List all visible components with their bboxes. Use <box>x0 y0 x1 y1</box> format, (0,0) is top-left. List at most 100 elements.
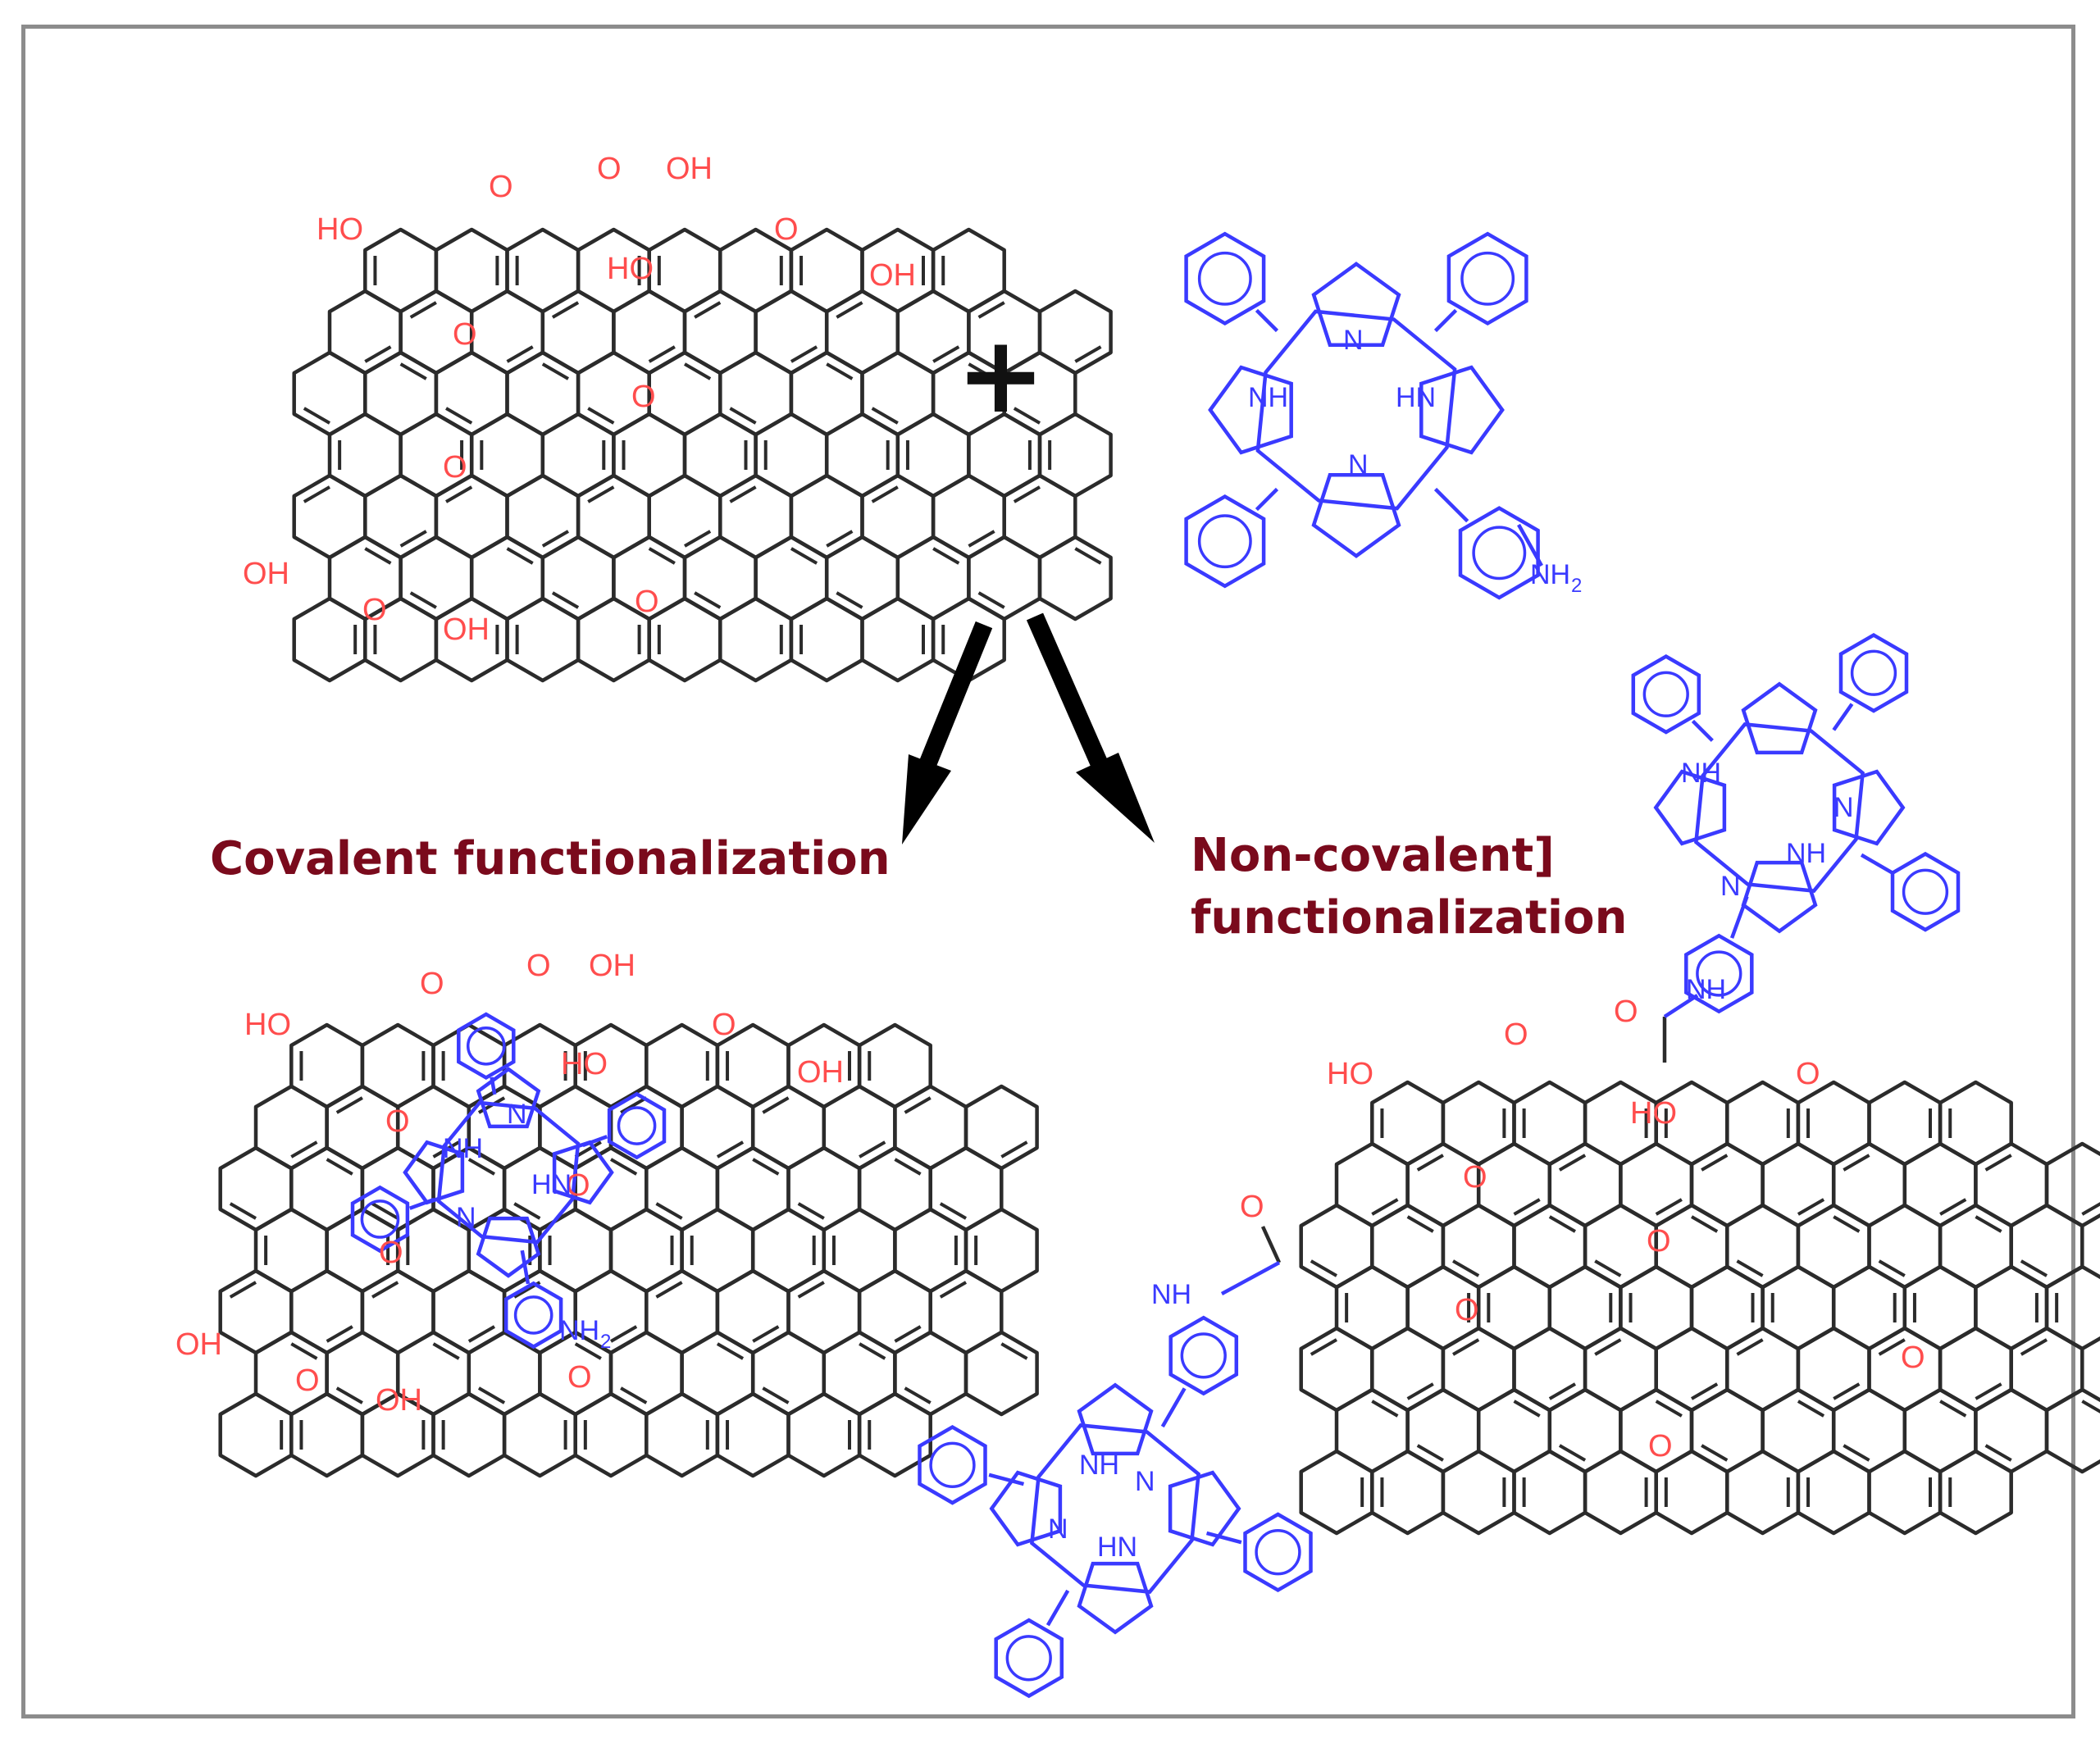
covalent-product-porphyrin <box>350 1012 667 1350</box>
label-hydroxyl: HO <box>1327 1057 1373 1091</box>
benzene-ring <box>502 1391 577 1478</box>
benzene-ring <box>2044 1264 2100 1351</box>
label-amine: NH <box>559 1315 599 1346</box>
label-epoxide: O <box>453 317 477 352</box>
label-carboxyl-o: O <box>362 593 387 627</box>
label-hydroxyl: OH <box>243 557 289 591</box>
label-epoxide: O <box>566 1168 590 1203</box>
label-carboxyl-o: O <box>526 949 551 983</box>
label-ketone: O <box>1796 1057 1820 1091</box>
benzene-ring <box>1938 1449 2013 1536</box>
pyrrole-ring <box>1208 365 1293 455</box>
benzene-ring <box>1654 1449 1729 1536</box>
benzene-ring <box>645 1391 720 1478</box>
label-carboxyl-oh: OH <box>443 612 490 647</box>
benzene-ring <box>2044 1141 2100 1228</box>
label-n: N <box>507 1099 527 1130</box>
phenyl-ring <box>503 1281 563 1350</box>
label-hydroxyl: OH <box>175 1327 222 1362</box>
phenyl-ring <box>1243 1512 1313 1592</box>
label-n: N <box>1343 325 1364 356</box>
label-ketone: O <box>420 967 444 1001</box>
phenyl-ring <box>1168 1315 1239 1396</box>
phenyl-ring <box>1458 506 1540 600</box>
benzene-ring <box>2044 1387 2100 1474</box>
label-hydroxyl: HO <box>607 252 654 286</box>
phenyl-ring <box>1446 231 1528 325</box>
label-carboxyl-oh: OH <box>376 1383 422 1418</box>
label-epoxide: O <box>385 1104 410 1139</box>
label-hydroxyl: HO <box>561 1047 608 1081</box>
label-nh: NH <box>443 1133 483 1164</box>
label-hydroxyl: HO <box>244 1008 291 1042</box>
benzene-ring <box>505 596 581 683</box>
label-amide-o: O <box>567 1360 592 1395</box>
label-hn: HN <box>1396 382 1436 413</box>
label-hn: HN <box>1097 1532 1137 1563</box>
benzene-ring <box>789 596 864 683</box>
porphyrin-top-labels: N NH HN N NH 2 <box>1248 325 1582 597</box>
phenyl-ring <box>607 1091 667 1160</box>
graphene-oxide-sheet <box>292 227 1113 683</box>
label-amide-o: O <box>1614 995 1638 1029</box>
label-carboxyl-oh: OH <box>666 152 713 186</box>
benzene-ring <box>431 1391 507 1478</box>
pyrrole-ring <box>476 1216 541 1278</box>
benzene-ring <box>573 1391 649 1478</box>
label-n: N <box>1720 871 1741 902</box>
benzene-ring <box>1725 1449 1801 1536</box>
benzene-ring <box>1037 535 1113 621</box>
label-epoxide: O <box>443 450 467 485</box>
label-epoxide: O <box>379 1236 403 1270</box>
label-nh: NH <box>1248 382 1288 413</box>
pyrrole-ring <box>1168 1470 1241 1547</box>
label-ketone: O <box>635 585 659 619</box>
phenyl-ring <box>457 1012 516 1080</box>
pyrrole-ring <box>1832 769 1906 846</box>
phenyl-ring <box>1838 633 1909 713</box>
benzene-ring <box>786 1391 862 1478</box>
figure-frame <box>21 25 2075 1718</box>
benzene-ring <box>931 596 1006 683</box>
covalent-product-sheet <box>218 1022 1039 1478</box>
pyrrole-ring <box>476 1067 541 1129</box>
label-amine-subscript: 2 <box>1571 575 1582 597</box>
plus-sign: + <box>956 312 1045 437</box>
go-top-labels: HO O O OH O HO OH O O O OH O OH O <box>243 152 916 647</box>
arrow-to-noncovalent <box>1026 612 1155 843</box>
benzene-ring <box>289 1391 365 1478</box>
noncovalent-porphyrin-bottom <box>918 1315 1313 1699</box>
pyrrole-ring <box>1311 262 1401 347</box>
phenyl-ring <box>1184 231 1266 325</box>
phenyl-ring <box>350 1185 410 1254</box>
label-ketone: O <box>1901 1341 1925 1375</box>
label-n: N <box>1135 1466 1155 1497</box>
label-nh: NH <box>1681 758 1721 789</box>
label-nh: NH <box>1786 838 1826 869</box>
pyrrole-ring <box>1653 769 1727 846</box>
benzene-ring <box>292 596 367 683</box>
benzene-ring <box>963 1330 1039 1417</box>
label-amine-subscript: 2 <box>600 1331 611 1353</box>
label-hydroxyl: HO <box>317 212 363 247</box>
label-hydroxyl: OH <box>869 258 916 293</box>
phenyl-ring <box>1890 851 1961 932</box>
benzene-ring <box>1867 1449 1943 1536</box>
benzene-ring <box>1441 1449 1516 1536</box>
noncovalent-caption: Non-covalent] functionalization <box>1191 829 1628 945</box>
label-carboxyl-o: O <box>597 152 622 186</box>
covalent-caption: Covalent functionalization <box>210 832 891 885</box>
pyrrole-ring <box>1419 365 1505 455</box>
label-n: N <box>456 1202 476 1233</box>
pyrrole-ring <box>1741 681 1818 755</box>
pyrrole-ring <box>989 1470 1063 1547</box>
porphyrin-core <box>918 1315 1313 1699</box>
benzene-ring <box>718 596 794 683</box>
noncovalent-labels: HO O O NH O HO O O O O O O NH NH N NH N … <box>1048 758 1925 1563</box>
benzene-ring <box>857 1391 932 1478</box>
arrow-to-covalent <box>902 621 993 844</box>
label-ketone: O <box>1648 1429 1673 1463</box>
label-n: N <box>1048 1514 1068 1545</box>
phenyl-ring <box>1631 654 1701 735</box>
